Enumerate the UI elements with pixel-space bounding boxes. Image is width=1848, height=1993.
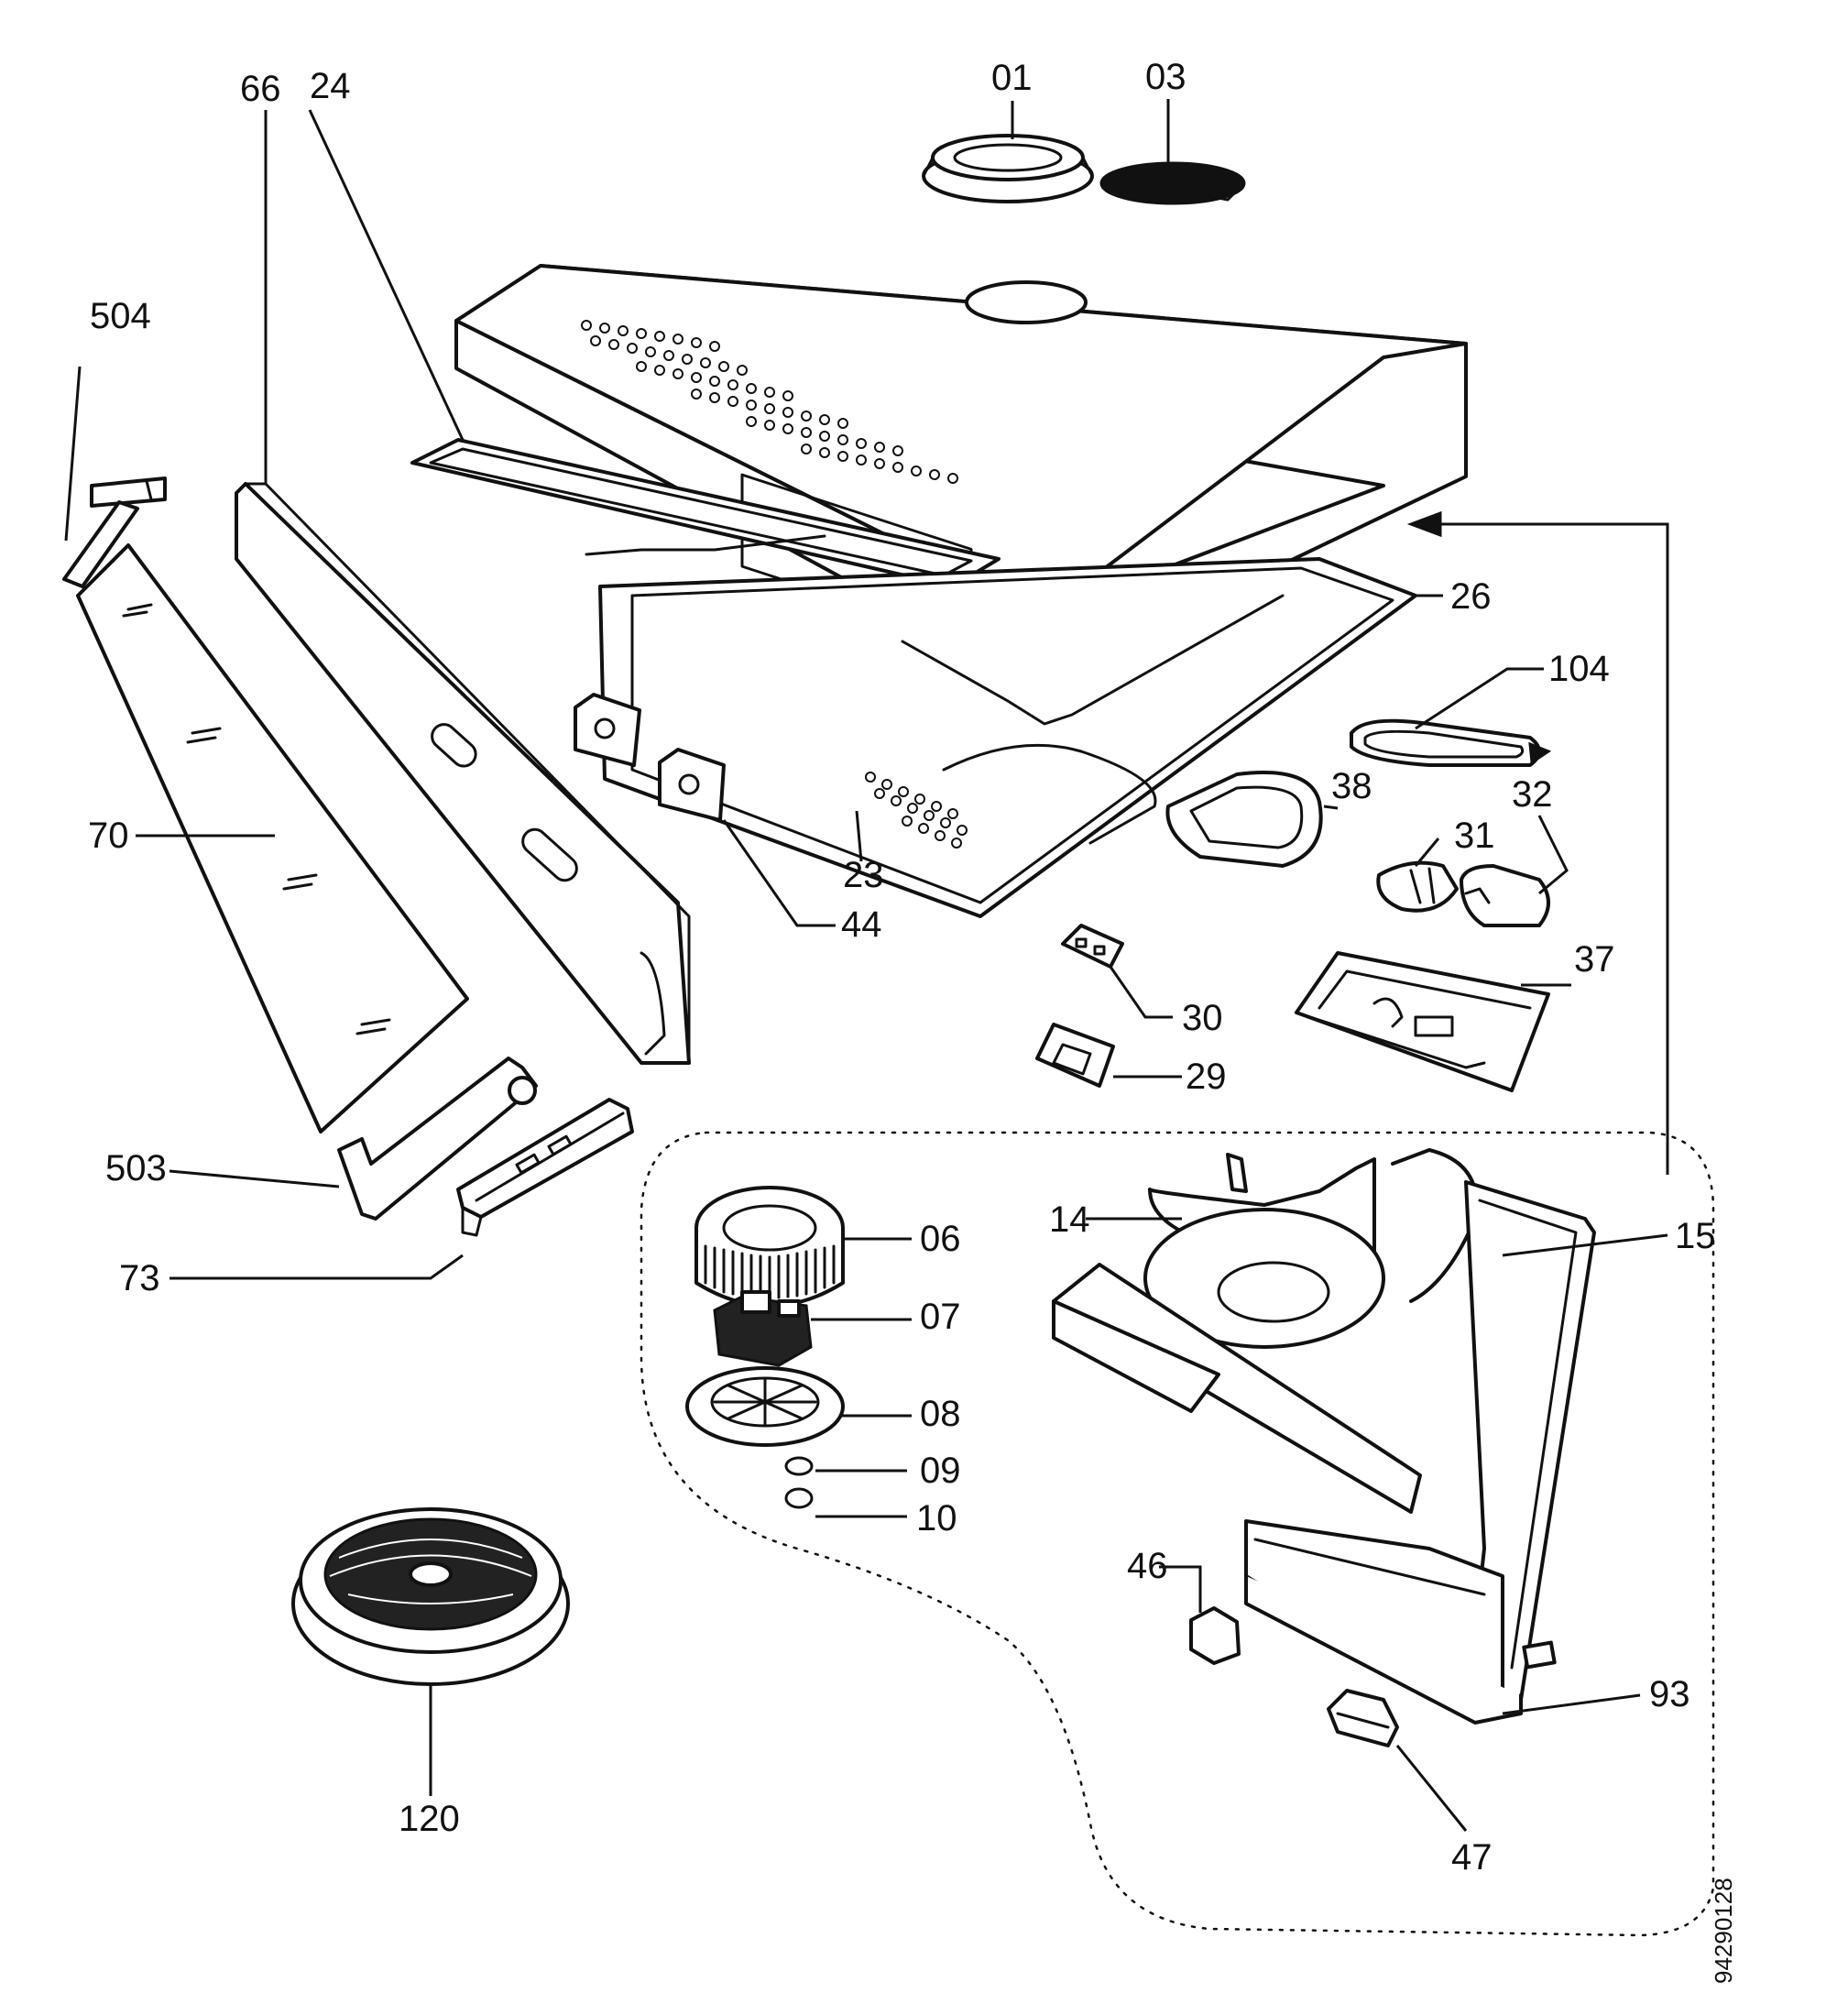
document-number: 94290128: [1710, 1878, 1737, 1984]
mains-connector: [1327, 1689, 1399, 1747]
label-47: 47: [1451, 1837, 1493, 1878]
charcoal-filter: [291, 1507, 570, 1686]
fan-housing: [1143, 1148, 1479, 1349]
label-01: 01: [991, 58, 1033, 98]
label-31: 31: [1454, 816, 1495, 856]
label-26: 26: [1450, 576, 1492, 617]
label-93: 93: [1649, 1674, 1690, 1714]
part-labels: 01 03 66 24 504 26 104 38 32 31 70 23 44…: [88, 57, 1737, 1984]
fan-chassis: [1052, 1299, 1557, 1725]
nut: [784, 1487, 814, 1509]
label-70: 70: [88, 816, 129, 856]
switch-support: [456, 1098, 634, 1237]
label-104: 104: [1548, 649, 1610, 689]
label-73: 73: [119, 1258, 160, 1298]
tray-vent-holes: [865, 772, 968, 849]
label-66: 66: [240, 69, 281, 109]
label-44: 44: [841, 904, 882, 945]
blanking-plate: [1099, 161, 1246, 205]
label-06: 06: [920, 1219, 961, 1259]
fan-motor: [694, 1186, 845, 1308]
slider-knob: [574, 693, 726, 822]
label-504: 504: [90, 296, 151, 336]
label-503: 503: [105, 1148, 167, 1188]
lamp-diffuser: [1165, 771, 1323, 868]
leader-lines: [64, 99, 1668, 1832]
collar-ring: [922, 134, 1094, 203]
label-29: 29: [1186, 1057, 1227, 1097]
light-switch: [1295, 951, 1550, 1092]
glass-clip-right: [62, 476, 167, 588]
cable-clamp: [1189, 1606, 1241, 1665]
terminal-block: [1035, 1023, 1115, 1088]
fan-assembly-boundary: [640, 1131, 1715, 1937]
hood-vent-grille: [581, 320, 958, 484]
label-15: 15: [1675, 1216, 1716, 1256]
label-08: 08: [920, 1394, 961, 1434]
switch-contact: [1061, 924, 1124, 969]
label-30: 30: [1182, 998, 1223, 1038]
lamp-cover: [1350, 718, 1552, 767]
label-09: 09: [920, 1451, 961, 1491]
label-32: 32: [1512, 774, 1553, 815]
lamp-holder: [1460, 864, 1550, 927]
washer: [784, 1456, 814, 1476]
label-37: 37: [1574, 939, 1615, 980]
label-03: 03: [1145, 57, 1186, 97]
glass-clip-left: [337, 1057, 538, 1221]
motor-bracket: [713, 1290, 813, 1367]
label-10: 10: [916, 1498, 957, 1539]
control-panel: [235, 482, 691, 1065]
label-38: 38: [1331, 766, 1372, 806]
label-23: 23: [843, 855, 884, 895]
assembly-arrow: [1406, 510, 1669, 1175]
label-07: 07: [920, 1297, 961, 1337]
label-24: 24: [310, 66, 351, 106]
fan-wheel: [685, 1366, 845, 1447]
label-46: 46: [1127, 1546, 1168, 1586]
lamp-bulb: [1376, 860, 1459, 913]
front-glass: [76, 543, 469, 1133]
label-120: 120: [399, 1799, 460, 1839]
label-14: 14: [1049, 1199, 1090, 1240]
